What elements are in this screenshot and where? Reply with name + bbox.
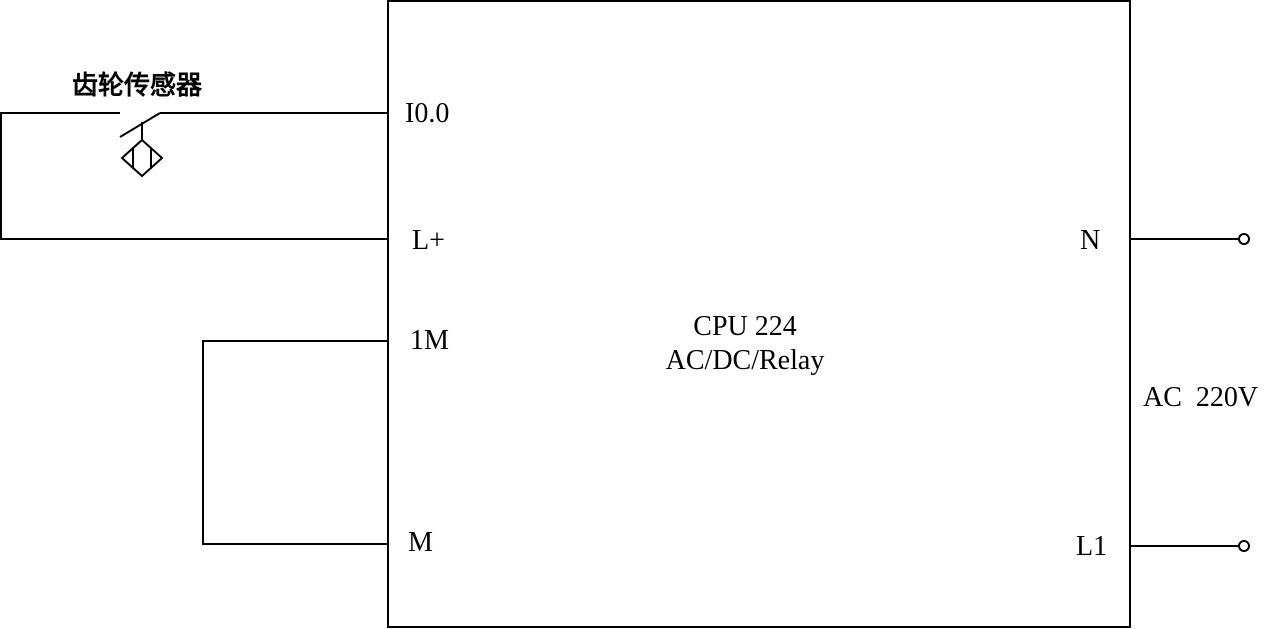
plc-type-label: AC/DC/Relay [666, 345, 825, 376]
terminal-input-label: I0.0 [405, 98, 449, 129]
terminal-common-label: 1M [410, 325, 449, 356]
sensor-label: 齿轮传感器 [72, 71, 203, 101]
common-jumper-wire [202, 340, 388, 545]
terminal-neutral-label: N [1080, 225, 1100, 256]
sensor-contact [119, 112, 161, 138]
terminal-line-label: L1 [1076, 531, 1107, 562]
plc-model-label: CPU 224 [693, 311, 796, 342]
power-supply-label: AC 220V [1143, 382, 1258, 413]
terminal-positive-label: L+ [412, 225, 445, 256]
proximity-sensor-icon [120, 122, 164, 178]
sensor-return-wire [0, 112, 388, 240]
terminal-ground-label: M [408, 527, 433, 558]
neutral-terminal-icon [1238, 233, 1250, 245]
line-terminal-icon [1238, 540, 1250, 552]
plc-block [387, 0, 1131, 628]
